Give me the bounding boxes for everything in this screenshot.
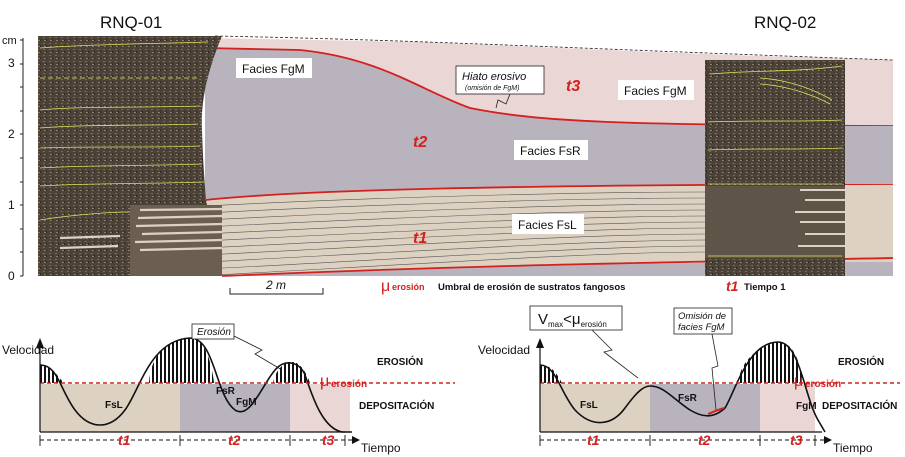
scale-tick-1: 1 (8, 198, 15, 212)
velocity-graph-left: Velocidad FsL FsR FgM Erosión EROSIÓN μ … (2, 323, 455, 455)
fsl-laminae (205, 191, 705, 276)
graph-left-callout: Erosión (191, 323, 283, 371)
scale-tick-2: 2 (8, 127, 15, 141)
svg-text:Facies FgM: Facies FgM (624, 84, 687, 98)
svg-text:Facies FsR: Facies FsR (520, 144, 581, 158)
svg-text:(omisión de FgM): (omisión de FgM) (465, 85, 519, 92)
label-t3-section: t3 (566, 78, 580, 95)
graph-right-callout-vmax: Vmax<μerosión (529, 305, 639, 379)
graph-left-fsl: FsL (105, 400, 123, 411)
graph-right-t1: t1 (587, 432, 600, 448)
core-rnq01-laminae (39, 41, 209, 221)
velocity-curve-right (539, 341, 826, 433)
core-rnq01 (38, 36, 223, 276)
graph-left-mu-sub: erosión (331, 379, 367, 390)
svg-text:facies FgM: facies FgM (678, 322, 725, 333)
graph-right-mu: μ (794, 373, 803, 390)
label-facies-fsl: Facies FsL (512, 214, 584, 234)
graph-left-mu: μ (320, 373, 329, 390)
horizontal-scale-bar: 2 m (229, 278, 324, 295)
scale-unit: cm (2, 35, 17, 47)
label-t2-section: t2 (413, 134, 427, 151)
velocity-graph-right: Velocidad FsL FsR FgM Vmax<μerosión Omis… (478, 305, 900, 455)
graph-right-deposition: DEPOSITACIÓN (822, 399, 897, 412)
section-title-rnq01: RNQ-01 (100, 13, 162, 32)
graph-right-fsl: FsL (580, 400, 598, 411)
graph-right-callout-omision: Omisión de facies FgM (673, 307, 733, 411)
graph-left-t1: t1 (118, 432, 131, 448)
graph-left-fgm: FgM (236, 397, 257, 408)
scale-tick-0: 0 (8, 269, 15, 283)
graph-right-xlabel: Tiempo (833, 441, 873, 455)
velocity-curve-left (39, 337, 352, 433)
svg-text:Facies FsL: Facies FsL (518, 218, 577, 232)
svg-text:Omisión de: Omisión de (678, 311, 726, 322)
svg-text:Tiempo 1: Tiempo 1 (744, 282, 786, 293)
label-facies-fsr: Facies FsR (514, 140, 588, 160)
svg-text:Facies FgM: Facies FgM (242, 62, 305, 76)
graph-right-t3: t3 (790, 432, 803, 448)
graph-left-xlabel: Tiempo (361, 441, 401, 455)
graph-right-mu-sub: erosión (805, 379, 841, 390)
svg-text:μ: μ (381, 278, 390, 295)
graph-left-t3: t3 (322, 432, 335, 448)
svg-text:2 m: 2 m (265, 278, 286, 292)
label-facies-fgm-right: Facies FgM (618, 80, 694, 100)
core-rnq01-sand-lenses (59, 207, 223, 252)
graph-right-ylabel: Velocidad (478, 343, 530, 357)
label-t1-section: t1 (413, 230, 427, 247)
graph-right-erosion: EROSIÓN (838, 355, 884, 368)
core-rnq02 (705, 60, 893, 276)
core-rnq02-laminae (707, 65, 843, 257)
svg-text:Umbral de erosión de sustratos: Umbral de erosión de sustratos fangosos (438, 282, 625, 293)
vertical-scale: cm 0 1 2 3 (2, 35, 24, 283)
svg-text:Vmax<μerosión: Vmax<μerosión (538, 311, 607, 329)
omision-marker (707, 407, 725, 415)
core-rnq02-sand-lenses (795, 189, 845, 247)
section-title-rnq02: RNQ-02 (754, 13, 816, 32)
graph-left-fsr: FsR (216, 386, 236, 397)
graph-right-t2: t2 (698, 432, 711, 448)
label-facies-fgm-left: Facies FgM (236, 58, 312, 78)
graph-left-ylabel: Velocidad (2, 343, 54, 357)
graph-right-fsr: FsR (678, 393, 698, 404)
graph-left-deposition: DEPOSITACIÓN (359, 399, 434, 412)
label-hiato-erosivo: Hiato erosivo (omisión de FgM) (455, 65, 545, 109)
dashed-top-surface (214, 35, 894, 61)
legend-t1: t1 Tiempo 1 (726, 278, 786, 294)
graph-left-t2: t2 (228, 432, 241, 448)
svg-text:Erosión: Erosión (197, 327, 231, 338)
graph-left-erosion: EROSIÓN (377, 355, 423, 368)
graph-right-time-axis (539, 435, 824, 446)
svg-text:Hiato erosivo: Hiato erosivo (462, 71, 526, 83)
svg-text:erosión: erosión (392, 282, 425, 292)
graph-left-time-axis (39, 435, 352, 446)
scale-tick-3: 3 (8, 56, 15, 70)
legend-mu-erosion: μ erosión Umbral de erosión de sustratos… (381, 278, 625, 295)
graph-right-fgm: FgM (796, 401, 817, 412)
svg-text:t1: t1 (726, 278, 739, 294)
